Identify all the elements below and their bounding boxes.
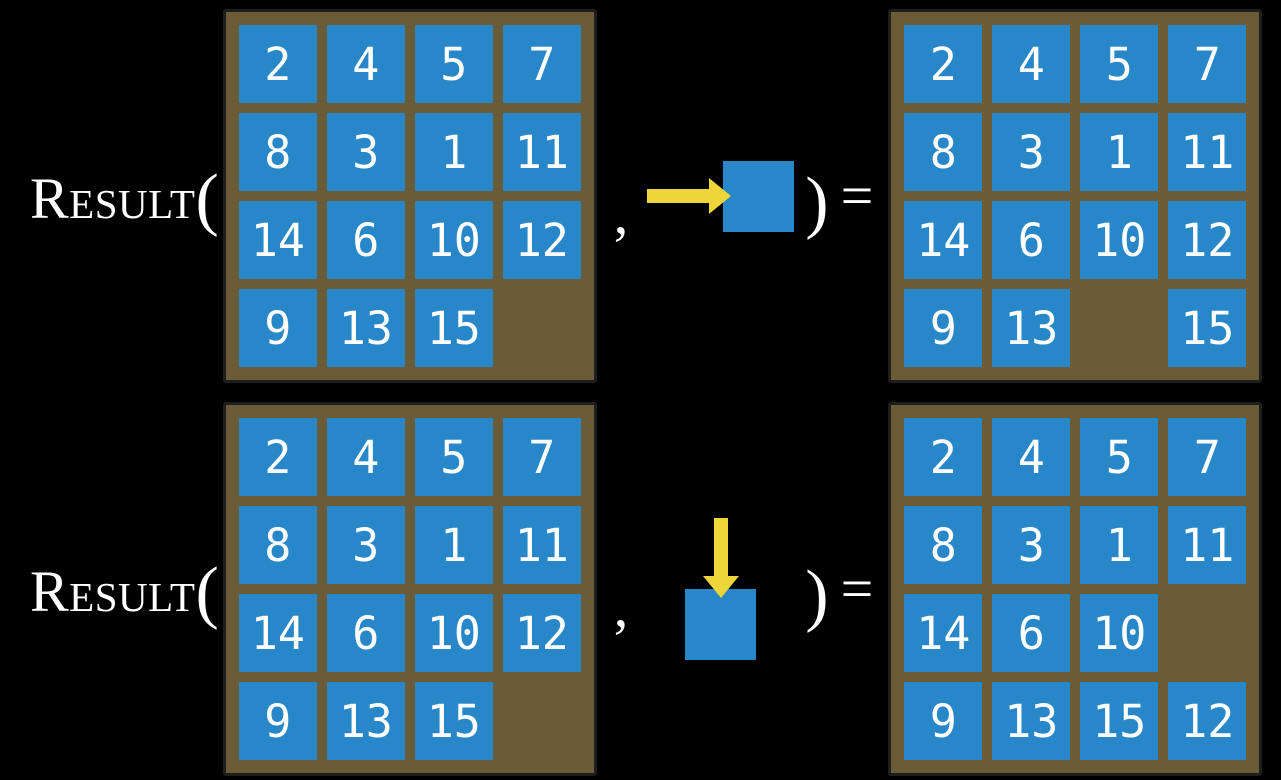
puzzle-tile: 13 (992, 682, 1071, 760)
equals-sign: = (840, 556, 874, 621)
puzzle-tile: 12 (502, 201, 581, 279)
open-paren: ( (195, 554, 219, 631)
puzzle-tile: 4 (326, 418, 405, 496)
puzzle-tile: 15 (1080, 682, 1159, 760)
result-function-label: Result( (30, 161, 219, 238)
puzzle-tile: 3 (992, 113, 1071, 191)
equals-sign: = (840, 163, 874, 228)
open-paren: ( (195, 161, 219, 238)
puzzle-tile: 8 (904, 113, 983, 191)
puzzle-tile: 9 (904, 289, 983, 367)
puzzle-tile: 8 (238, 506, 317, 584)
puzzle-tile: 4 (992, 25, 1071, 103)
puzzle-tile: 4 (326, 25, 405, 103)
comma-separator: , (613, 574, 629, 639)
puzzle-tile: 9 (238, 682, 317, 760)
move-right-group (647, 160, 795, 232)
puzzle-tile: 5 (414, 25, 493, 103)
puzzle-tile: 14 (238, 594, 317, 672)
puzzle-tile: 15 (414, 682, 493, 760)
result-function-label: Result( (30, 554, 219, 631)
move-down-group (685, 518, 757, 660)
move-indicator-right (638, 160, 803, 232)
puzzle-tile: 11 (502, 506, 581, 584)
puzzle-tile: 10 (1080, 594, 1159, 672)
puzzle-tile: 7 (502, 25, 581, 103)
puzzle-tile: 10 (1080, 201, 1159, 279)
puzzle-tile: 3 (992, 506, 1071, 584)
puzzle-tile: 8 (238, 113, 317, 191)
puzzle-tile: 1 (414, 113, 493, 191)
puzzle-tile: 7 (1168, 418, 1247, 496)
puzzle-tile: 5 (1080, 418, 1159, 496)
comma-separator: , (613, 181, 629, 246)
puzzle-tile: 6 (326, 201, 405, 279)
empty-slot (1168, 594, 1246, 672)
puzzle-tile: 7 (502, 418, 581, 496)
puzzle-tile: 2 (238, 25, 317, 103)
arrow-down-icon (702, 518, 739, 598)
puzzle-tile: 13 (326, 682, 405, 760)
move-indicator-down (638, 518, 803, 660)
puzzle-tile: 1 (1080, 506, 1159, 584)
empty-slot (1080, 289, 1158, 367)
puzzle-tile: 15 (1168, 289, 1247, 367)
puzzle-tile: 2 (904, 25, 983, 103)
puzzle-tile: 8 (904, 506, 983, 584)
puzzle-tile: 5 (1080, 25, 1159, 103)
moving-tile (685, 589, 757, 660)
puzzle-tile: 12 (502, 594, 581, 672)
puzzle-tile: 6 (992, 201, 1071, 279)
puzzle-tile: 15 (414, 289, 493, 367)
empty-slot (503, 682, 581, 760)
puzzle-tile: 11 (1168, 113, 1247, 191)
puzzle-tile: 13 (992, 289, 1071, 367)
puzzle-tile: 9 (238, 289, 317, 367)
arrow-right-icon (647, 178, 732, 214)
puzzle-tile: 3 (326, 506, 405, 584)
puzzle-tile: 2 (238, 418, 317, 496)
puzzle-tile: 14 (904, 594, 983, 672)
puzzle-tile: 2 (904, 418, 983, 496)
puzzle-tile: 6 (326, 594, 405, 672)
puzzle-tile: 6 (992, 594, 1071, 672)
puzzle-tile: 13 (326, 289, 405, 367)
puzzle-tile: 14 (238, 201, 317, 279)
puzzle-tile: 9 (904, 682, 983, 760)
puzzle-tile: 10 (414, 201, 493, 279)
puzzle-tile: 14 (904, 201, 983, 279)
puzzle-tile: 11 (1168, 506, 1247, 584)
puzzle-tile: 5 (414, 418, 493, 496)
puzzle-tile: 4 (992, 418, 1071, 496)
puzzle-tile: 11 (502, 113, 581, 191)
close-paren: ) (805, 163, 829, 241)
puzzle-tile: 12 (1168, 201, 1247, 279)
result-function-name: Result (30, 559, 196, 624)
puzzle-tile: 1 (1080, 113, 1159, 191)
puzzle-tile: 1 (414, 506, 493, 584)
empty-slot (503, 289, 581, 367)
close-equals-group: ) = (805, 556, 874, 631)
result-function-name: Result (30, 166, 196, 231)
puzzle-tile: 3 (326, 113, 405, 191)
puzzle-tile: 7 (1168, 25, 1247, 103)
close-paren: ) (805, 556, 829, 634)
close-equals-group: ) = (805, 163, 874, 238)
puzzle-tile: 12 (1168, 682, 1247, 760)
puzzle-tile: 10 (414, 594, 493, 672)
moving-tile (723, 160, 795, 232)
